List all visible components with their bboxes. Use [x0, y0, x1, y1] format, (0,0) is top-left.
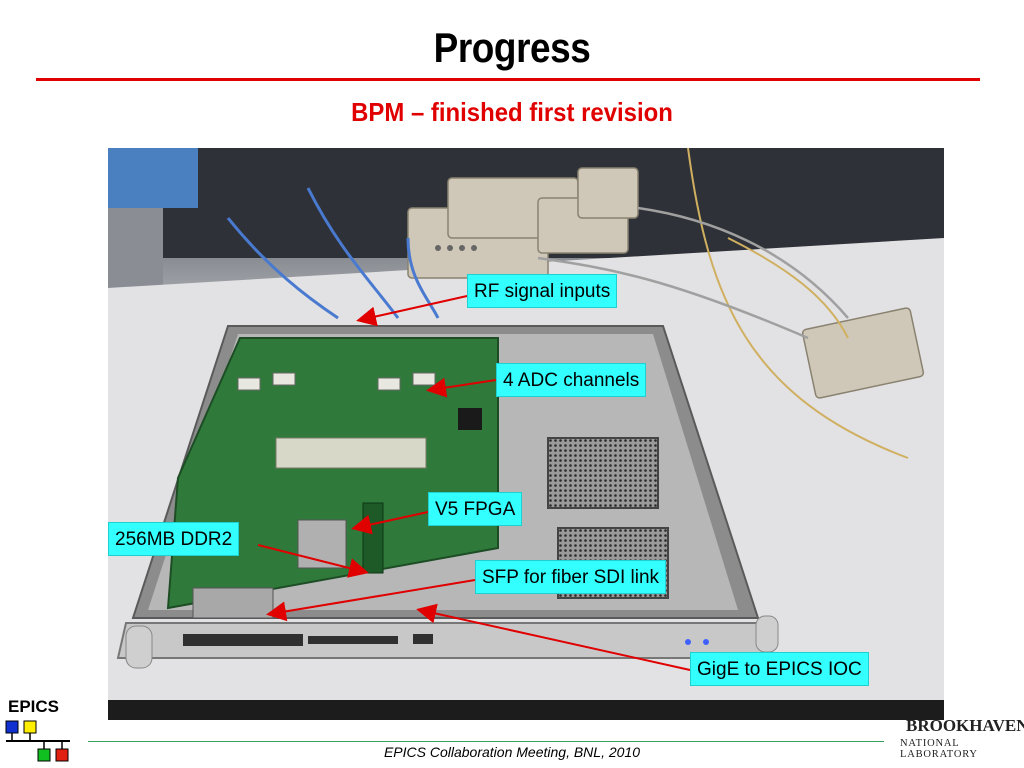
hardware-illustration — [108, 148, 944, 720]
bnl-logo-subtitle: NATIONAL LABORATORY — [900, 738, 978, 760]
callout-rf-signal-inputs: RF signal inputs — [467, 274, 618, 308]
callout-v5-fpga: V5 FPGA — [428, 492, 523, 526]
bpm-hardware-photo — [108, 148, 944, 720]
slide-title: Progress — [433, 24, 591, 71]
slide-subtitle: BPM – finished first revision — [351, 97, 673, 127]
footer-text: EPICS Collaboration Meeting, BNL, 2010 — [383, 744, 641, 760]
callout-adc-channels: 4 ADC channels — [496, 363, 647, 397]
epics-logo: EPICS — [4, 697, 76, 765]
callout-gige-epics: GigE to EPICS IOC — [690, 652, 869, 686]
bnl-logo-name: BROOKHAVEN — [906, 716, 1024, 735]
epics-network-icon — [5, 720, 70, 762]
callout-sfp-link: SFP for fiber SDI link — [475, 560, 667, 594]
epics-logo-text: EPICS — [8, 697, 60, 716]
title-divider — [36, 78, 980, 81]
footer-divider — [88, 741, 884, 742]
callout-ddr2: 256MB DDR2 — [108, 522, 240, 556]
bnl-logo: BROOKHAVEN NATIONAL LABORATORY — [900, 716, 1024, 762]
